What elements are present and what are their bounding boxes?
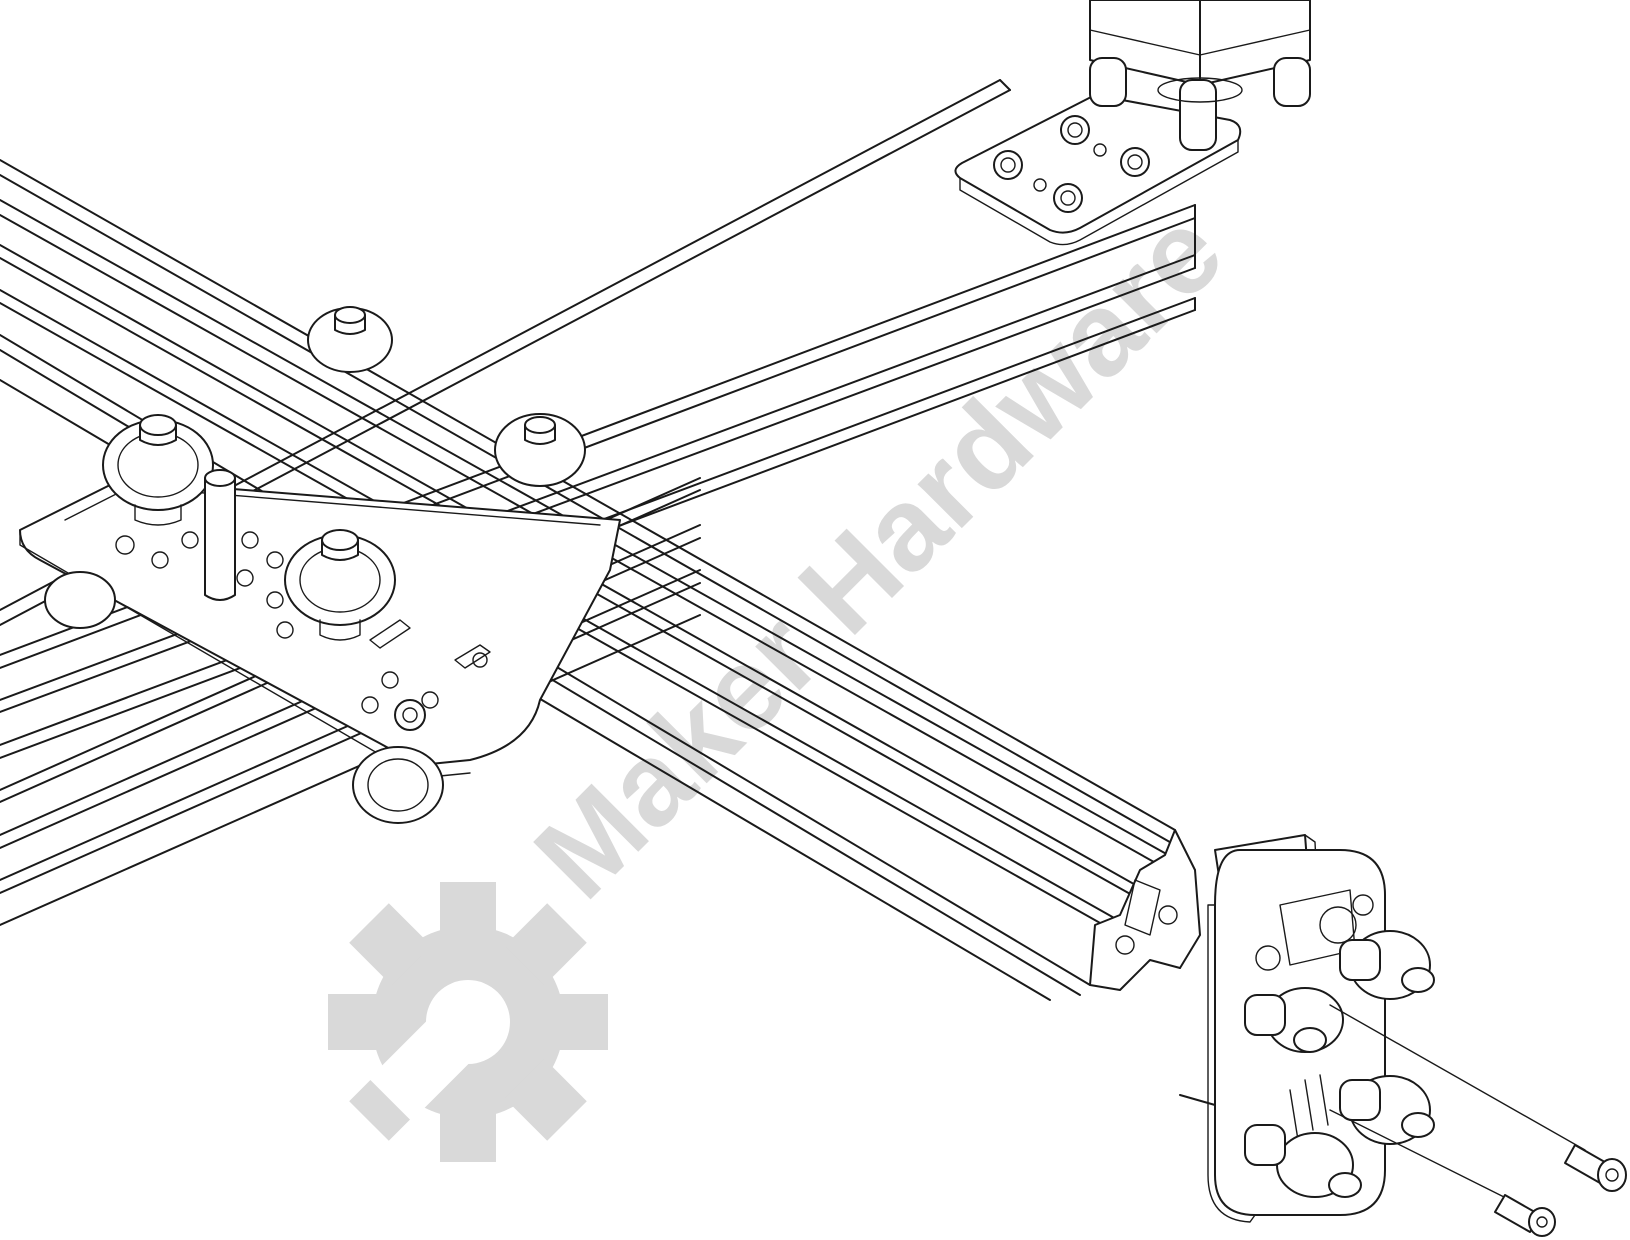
plate-bolt	[993, 115, 1150, 213]
gear-icon	[328, 882, 608, 1162]
v-wheel	[44, 571, 116, 629]
v-wheel	[1244, 1124, 1362, 1198]
exploded-screw	[1329, 1004, 1627, 1192]
stepper-motor	[1089, 0, 1311, 151]
exploded-screw	[1329, 1109, 1556, 1237]
v-wheel	[352, 746, 444, 824]
v-wheel	[1244, 987, 1344, 1053]
v-wheel	[1339, 930, 1435, 1000]
plate-bolt	[394, 699, 426, 731]
standoff-spacer	[204, 469, 236, 601]
v-wheel	[307, 306, 393, 373]
v-wheel	[102, 414, 214, 526]
motor-mount-plate	[954, 94, 1242, 246]
plate-hole	[115, 531, 491, 714]
upper-extrusion-rail	[0, 159, 1201, 1001]
v-wheel	[494, 413, 586, 487]
v-wheel	[1339, 1075, 1435, 1145]
v-wheel	[284, 529, 396, 641]
